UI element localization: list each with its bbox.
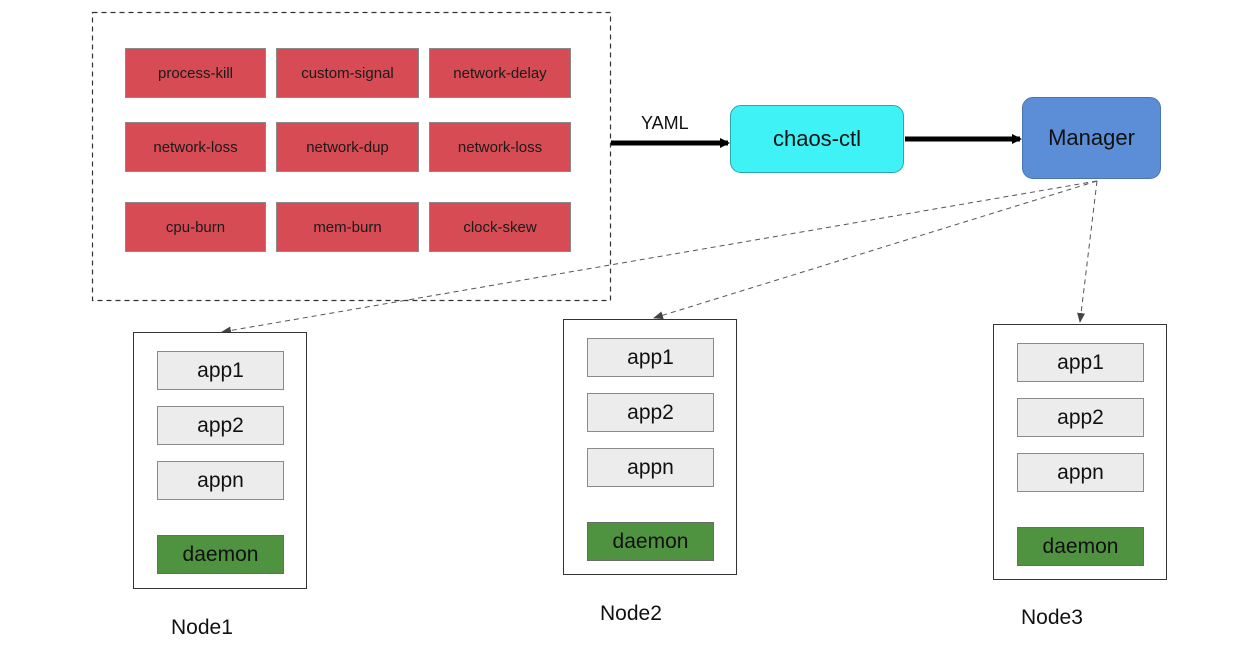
fault-mem-burn: mem-burn [276,202,419,252]
fault-custom-signal: custom-signal [276,48,419,98]
node3-box: app1 app2 appn daemon [993,324,1167,580]
node1-label: Node1 [171,616,233,639]
node2-label: Node2 [600,602,662,625]
manager-label: Manager [1048,125,1135,150]
fault-clock-skew: clock-skew [429,202,571,252]
node3-label: Node3 [1021,606,1083,629]
node3-app1: app1 [1017,343,1144,382]
fault-network-loss-2: network-loss [429,122,571,172]
chaos-ctl-label: chaos-ctl [772,126,862,151]
fault-network-delay: network-delay [429,48,571,98]
fault-network-dup: network-dup [276,122,419,172]
node1-daemon: daemon [157,535,284,574]
chaos-ctl-box: chaos-ctl [730,105,904,173]
node2-appn: appn [587,448,714,487]
node1-app1: app1 [157,351,284,390]
fault-cpu-burn: cpu-burn [125,202,266,252]
node2-app1: app1 [587,338,714,377]
fault-group-frame [91,11,612,302]
node1-box: app1 app2 appn daemon [133,332,307,589]
node2-app2: app2 [587,393,714,432]
manager-box: Manager [1022,97,1161,179]
node1-appn: appn [157,461,284,500]
node2-box: app1 app2 appn daemon [563,319,737,575]
manager-to-node3-arrow [1077,180,1098,323]
yaml-label: YAML [641,113,689,133]
node3-daemon: daemon [1017,527,1144,566]
fault-process-kill: process-kill [125,48,266,98]
manager-to-node2-arrow [653,180,1098,320]
node2-daemon: daemon [587,522,714,561]
node3-appn: appn [1017,453,1144,492]
node1-app2: app2 [157,406,284,445]
fault-network-loss: network-loss [125,122,266,172]
manager-to-node1-arrow [221,180,1098,335]
node3-app2: app2 [1017,398,1144,437]
